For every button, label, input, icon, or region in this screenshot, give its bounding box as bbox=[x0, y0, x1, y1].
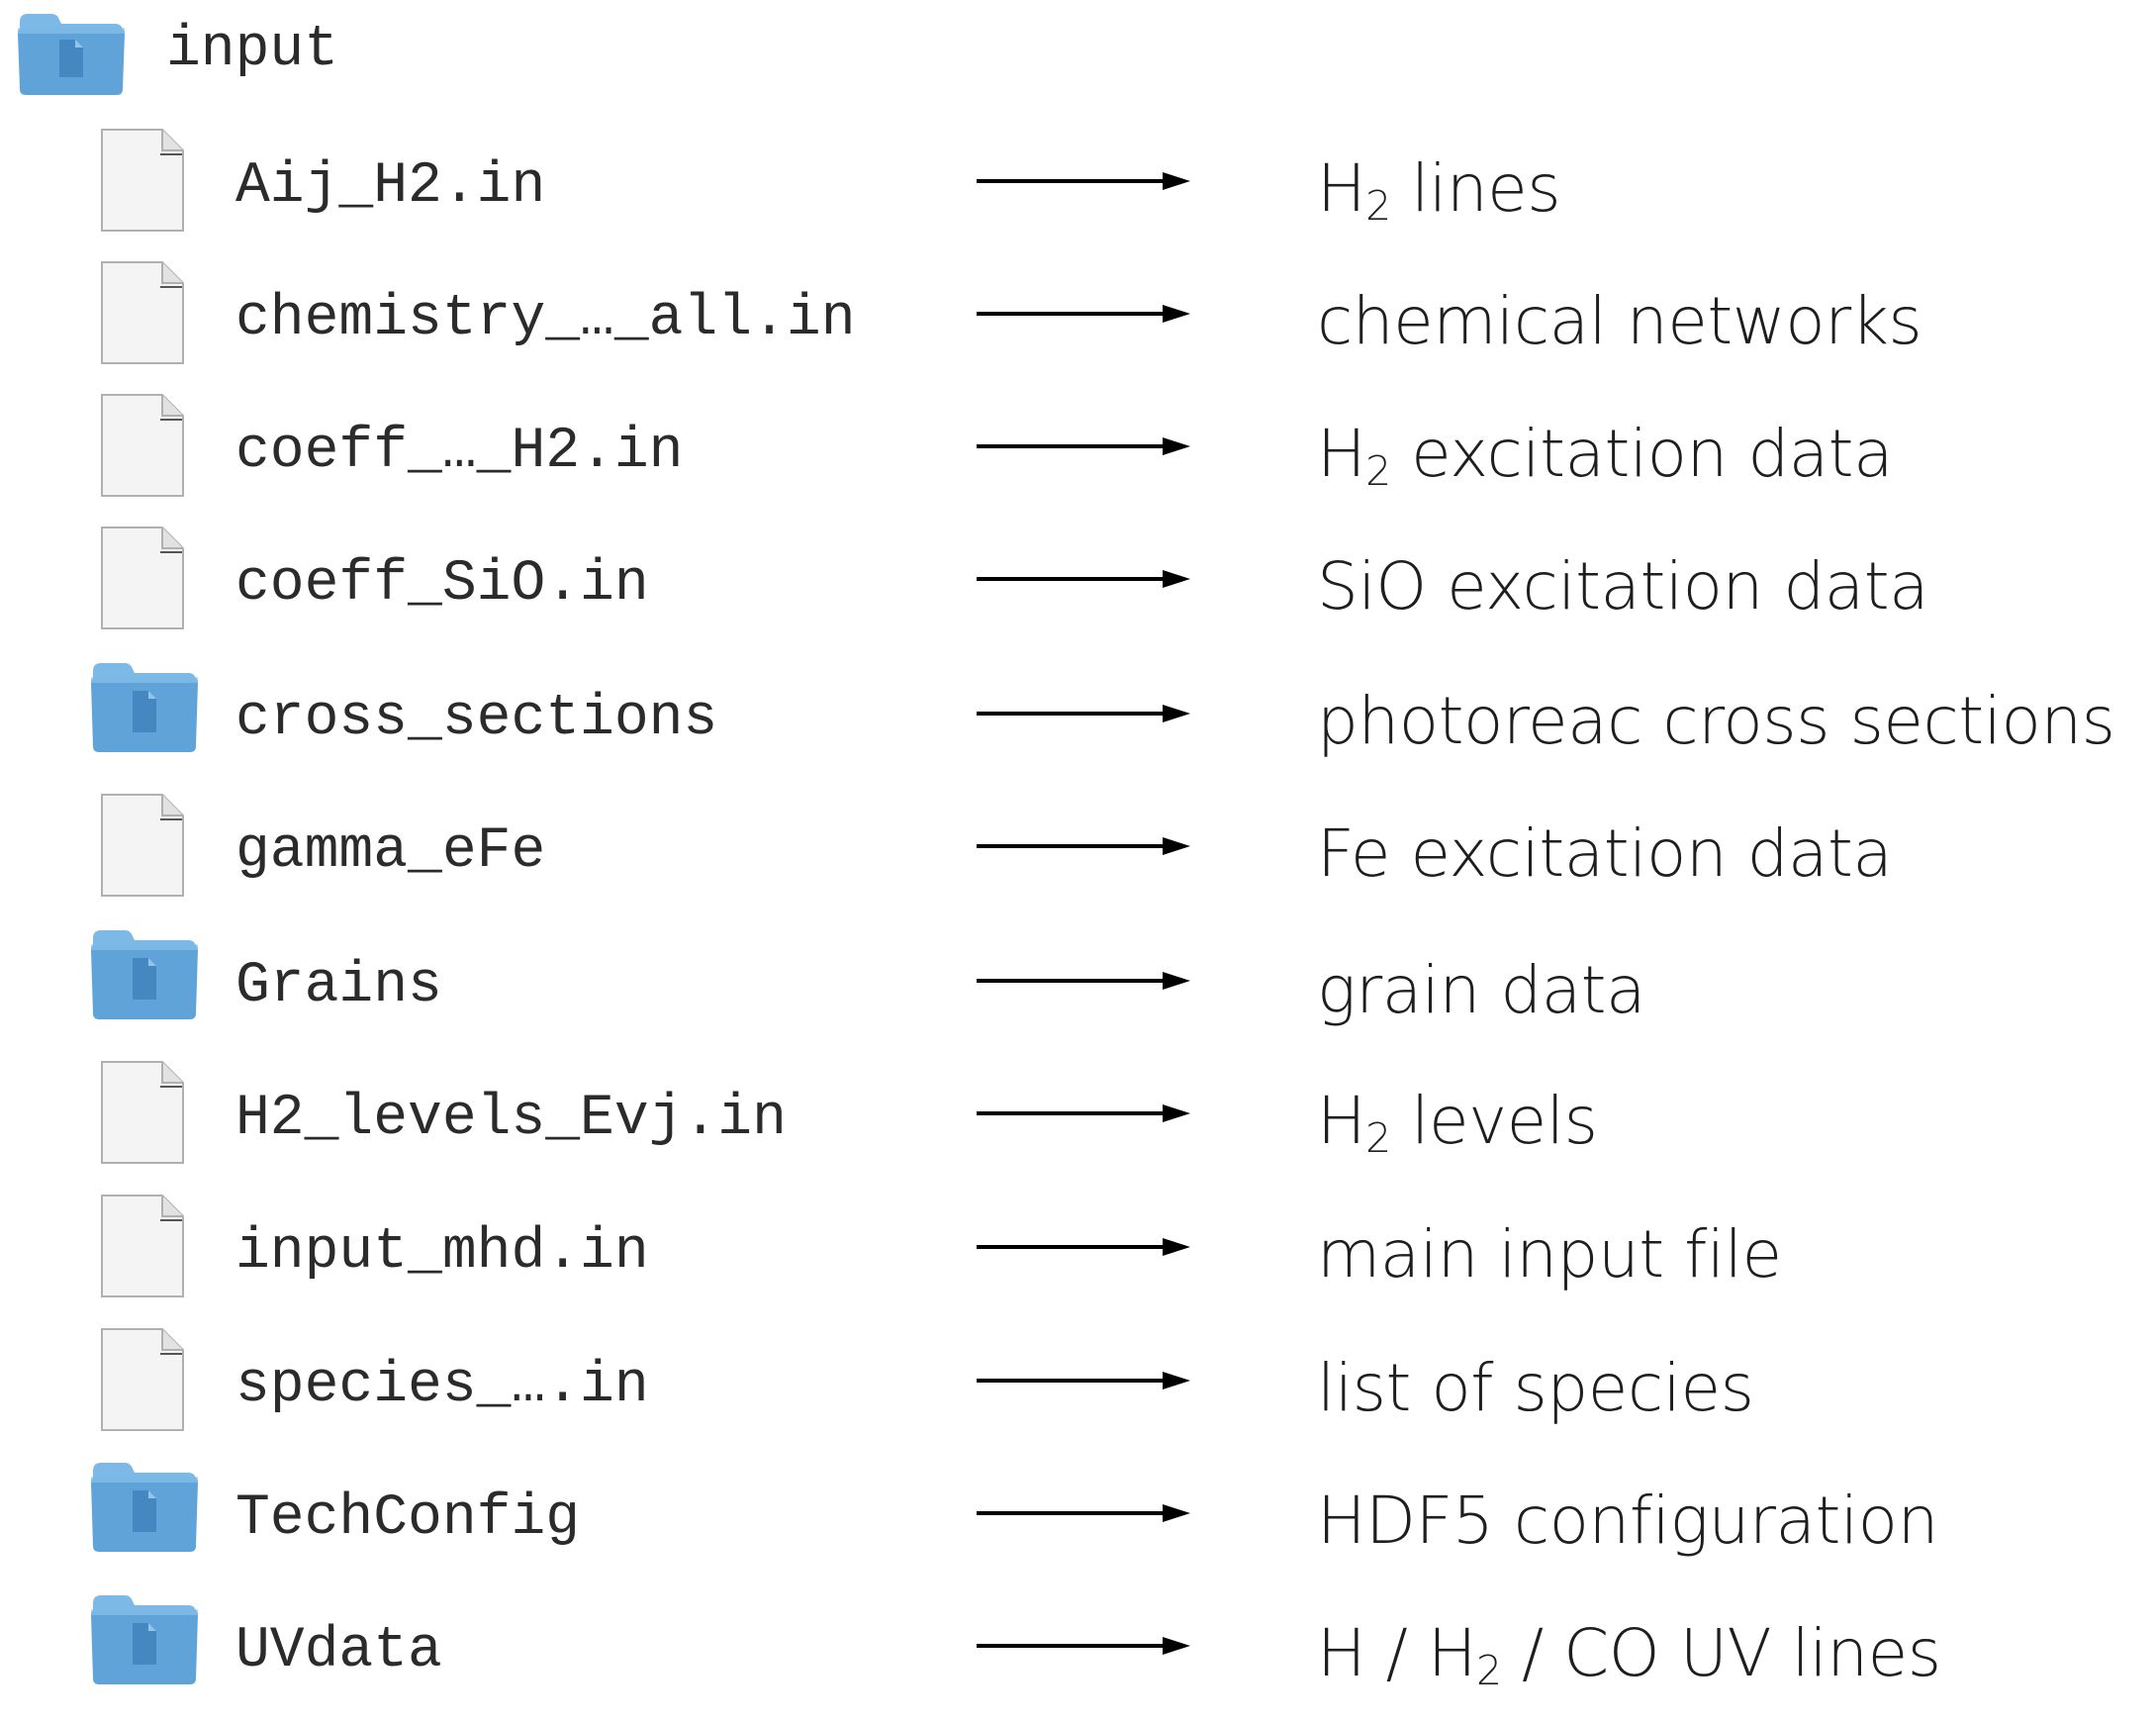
subscript-text: 2 bbox=[1365, 1114, 1391, 1162]
file-name: gamma_eFe bbox=[235, 819, 546, 884]
file-row[interactable]: coeff_SiO.in SiO excitation data bbox=[0, 525, 2156, 657]
description-label: list of species bbox=[1317, 1356, 1754, 1421]
description-text: chemical networks bbox=[1317, 283, 1922, 359]
subscript-text: 2 bbox=[1365, 182, 1391, 230]
arrow-icon bbox=[975, 1502, 1192, 1524]
arrow-icon bbox=[975, 1236, 1192, 1258]
description-text: Fe excitation data bbox=[1317, 815, 1893, 892]
description-text: photoreac cross sections bbox=[1317, 683, 2115, 759]
file-row[interactable]: H2_levels_Evj.in H2 levels bbox=[0, 1059, 2156, 1192]
description-label: photoreac cross sections bbox=[1317, 689, 2115, 754]
description-text: H / H bbox=[1317, 1615, 1476, 1691]
description-label: Fe excitation data bbox=[1317, 821, 1893, 887]
folder-icon bbox=[89, 912, 200, 1021]
subscript-text: 2 bbox=[1475, 1647, 1502, 1694]
arrow-icon bbox=[975, 170, 1192, 192]
arrow-icon bbox=[975, 303, 1192, 325]
folder-name: cross_sections bbox=[235, 687, 718, 751]
arrow-icon bbox=[975, 703, 1192, 724]
folder-row[interactable]: TechConfig HDF5 configuration bbox=[0, 1459, 2156, 1591]
description-label: H2 excitation data bbox=[1317, 422, 1894, 492]
description-label: chemical networks bbox=[1317, 289, 1922, 354]
arrow-icon bbox=[975, 568, 1192, 590]
document-icon bbox=[99, 792, 186, 899]
description-text: excitation data bbox=[1390, 416, 1894, 492]
file-name: Aij_H2.in bbox=[235, 154, 546, 219]
folder-icon bbox=[89, 1445, 200, 1554]
description-label: SiO excitation data bbox=[1317, 554, 1929, 620]
file-name: chemistry_…_all.in bbox=[235, 287, 856, 351]
file-name: species_….in bbox=[235, 1354, 649, 1418]
description-text: main input file bbox=[1317, 1216, 1782, 1293]
description-text: HDF5 configuration bbox=[1317, 1483, 1938, 1559]
description-text: list of species bbox=[1317, 1350, 1754, 1426]
file-row[interactable]: Aij_H2.in H2 lines bbox=[0, 127, 2156, 259]
arrow-icon bbox=[975, 835, 1192, 857]
file-row[interactable]: coeff_…_H2.in H2 excitation data bbox=[0, 392, 2156, 525]
folder-name: Grains bbox=[235, 954, 442, 1018]
file-name: coeff_SiO.in bbox=[235, 552, 649, 617]
file-name: input_mhd.in bbox=[235, 1220, 649, 1285]
description-text: H bbox=[1317, 416, 1366, 492]
arrow-icon bbox=[975, 1102, 1192, 1124]
file-row[interactable]: species_….in list of species bbox=[0, 1326, 2156, 1459]
root-folder-row[interactable]: input bbox=[0, 0, 792, 119]
description-label: main input file bbox=[1317, 1222, 1782, 1288]
folder-icon bbox=[16, 8, 127, 95]
description-label: HDF5 configuration bbox=[1317, 1488, 1938, 1554]
description-text: H bbox=[1317, 1083, 1366, 1159]
folder-icon bbox=[89, 645, 200, 754]
folder-row[interactable]: cross_sections photoreac cross sections bbox=[0, 659, 2156, 792]
description-text: SiO excitation data bbox=[1317, 548, 1929, 624]
file-row[interactable]: chemistry_…_all.in chemical networks bbox=[0, 259, 2156, 392]
file-row[interactable]: input_mhd.in main input file bbox=[0, 1193, 2156, 1325]
description-label: H / H2 / CO UV lines bbox=[1317, 1621, 1941, 1691]
description-label: H2 levels bbox=[1317, 1089, 1598, 1159]
file-row[interactable]: gamma_eFe Fe excitation data bbox=[0, 792, 2156, 924]
subscript-text: 2 bbox=[1365, 447, 1391, 495]
folder-name: TechConfig bbox=[235, 1486, 581, 1551]
arrow-icon bbox=[975, 1370, 1192, 1391]
description-text: / CO UV lines bbox=[1501, 1615, 1941, 1691]
folder-row[interactable]: Grains grain data bbox=[0, 926, 2156, 1059]
description-label: grain data bbox=[1317, 958, 1646, 1023]
description-text: H bbox=[1317, 150, 1366, 227]
document-icon bbox=[99, 392, 186, 499]
file-name: H2_levels_Evj.in bbox=[235, 1087, 787, 1151]
folder-row[interactable]: UVdata H / H2 / CO UV lines bbox=[0, 1591, 2156, 1724]
file-name: coeff_…_H2.in bbox=[235, 420, 684, 484]
folder-icon bbox=[89, 1578, 200, 1686]
arrow-icon bbox=[975, 435, 1192, 457]
root-folder-name: input bbox=[166, 18, 339, 82]
document-icon bbox=[99, 525, 186, 631]
document-icon bbox=[99, 1326, 186, 1433]
description-text: grain data bbox=[1317, 952, 1646, 1028]
arrow-icon bbox=[975, 970, 1192, 992]
description-label: H2 lines bbox=[1317, 156, 1561, 227]
arrow-icon bbox=[975, 1635, 1192, 1657]
description-text: levels bbox=[1390, 1083, 1598, 1159]
document-icon bbox=[99, 259, 186, 366]
folder-name: UVdata bbox=[235, 1619, 442, 1683]
document-icon bbox=[99, 127, 186, 234]
document-icon bbox=[99, 1059, 186, 1166]
document-icon bbox=[99, 1193, 186, 1299]
description-text: lines bbox=[1390, 150, 1561, 227]
